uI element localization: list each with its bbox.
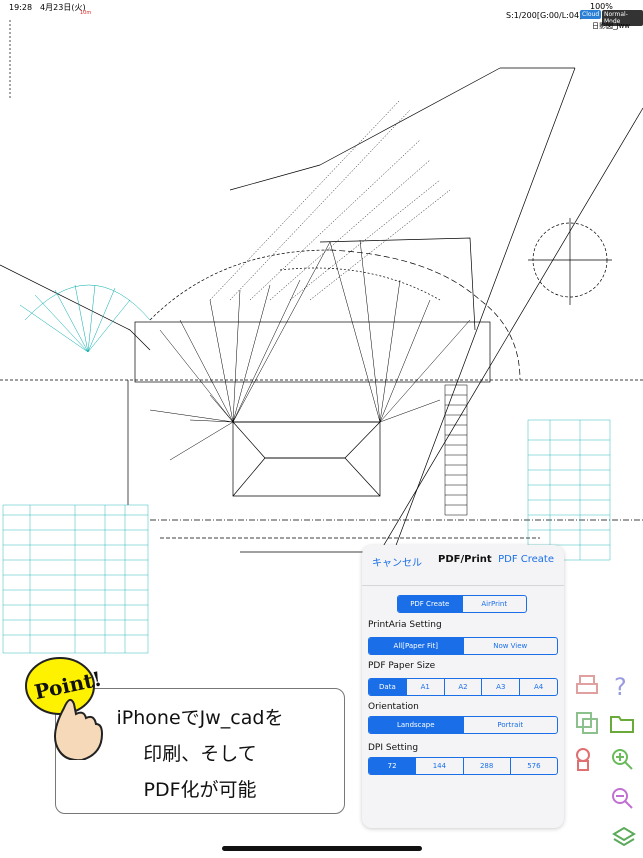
pdf-print-panel: キャンセル PDF/Print PDF Create PDF Create Ai… (362, 545, 564, 828)
copy-layers-icon[interactable] (574, 710, 600, 736)
segment-a4[interactable]: A4 (519, 679, 557, 695)
paper-size-segmented: Data A1 A2 A3 A4 (368, 678, 558, 696)
status-bar: 19:28 4月23日(火) 100% (0, 0, 643, 14)
cloud-badge[interactable]: Cloud (580, 10, 602, 19)
shape-tools-icon[interactable] (574, 747, 600, 773)
nav-divider (362, 585, 564, 586)
zoom-in-icon[interactable] (609, 747, 635, 773)
pdf-create-button[interactable]: PDF Create (498, 554, 554, 565)
dpi-segmented: 72 144 288 576 (368, 757, 558, 775)
segment-portrait[interactable]: Portrait (462, 717, 558, 733)
home-indicator[interactable] (222, 846, 422, 851)
segment-a3[interactable]: A3 (481, 679, 519, 695)
folder-icon[interactable] (609, 710, 635, 736)
segment-landscape[interactable]: Landscape (369, 717, 463, 733)
layer-stack-icon[interactable] (611, 824, 637, 850)
battery-level: 100% (590, 2, 613, 11)
print-area-segmented: All[Paper Fit] Now View (368, 637, 558, 655)
print-area-title: PrintAria Setting (368, 620, 442, 630)
point-finger-badge: Point! (25, 657, 104, 760)
orientation-title: Orientation (368, 702, 419, 712)
cancel-button[interactable]: キャンセル (372, 558, 422, 569)
promo-line-1: iPhoneでJw_cadを (116, 707, 284, 729)
help-icon[interactable]: ? (609, 673, 635, 699)
mode-badge[interactable]: Normal-Mode (602, 10, 643, 26)
output-mode-segmented: PDF Create AirPrint (397, 595, 527, 613)
segment-all-paper-fit[interactable]: All[Paper Fit] (369, 638, 463, 654)
dpi-title: DPI Setting (368, 743, 419, 753)
scale-readout[interactable]: S:1/200[G:00/L:04] (506, 11, 583, 20)
segment-a1[interactable]: A1 (405, 679, 444, 695)
segment-pdf-create[interactable]: PDF Create (398, 596, 462, 612)
promo-caption-box: iPhoneでJw_cadを 印刷、そして PDF化が可能 (55, 688, 345, 814)
print-icon[interactable] (574, 673, 600, 699)
status-time: 19:28 4月23日(火) (9, 3, 86, 12)
layer-name[interactable]: 日影図_Jww (592, 22, 631, 30)
zoom-out-icon[interactable] (609, 786, 635, 812)
segment-a2[interactable]: A2 (443, 679, 482, 695)
segment-dpi-72[interactable]: 72 (369, 758, 416, 774)
panel-title: PDF/Print (438, 554, 492, 565)
svg-text:?: ? (614, 673, 627, 699)
scale-ruler-label: 10m (80, 10, 92, 16)
panel-nav-bar: キャンセル PDF/Print PDF Create (362, 545, 564, 575)
segment-dpi-576[interactable]: 576 (509, 758, 557, 774)
paper-size-title: PDF Paper Size (368, 661, 436, 671)
segment-dpi-144[interactable]: 144 (415, 758, 462, 774)
promo-line-3: PDF化が可能 (143, 779, 257, 801)
segment-dpi-288[interactable]: 288 (462, 758, 510, 774)
promo-line-2: 印刷、そして (143, 743, 257, 765)
segment-now-view[interactable]: Now View (462, 638, 558, 654)
orientation-segmented: Landscape Portrait (368, 716, 558, 734)
segment-data[interactable]: Data (369, 679, 406, 695)
segment-airprint[interactable]: AirPrint (461, 596, 527, 612)
